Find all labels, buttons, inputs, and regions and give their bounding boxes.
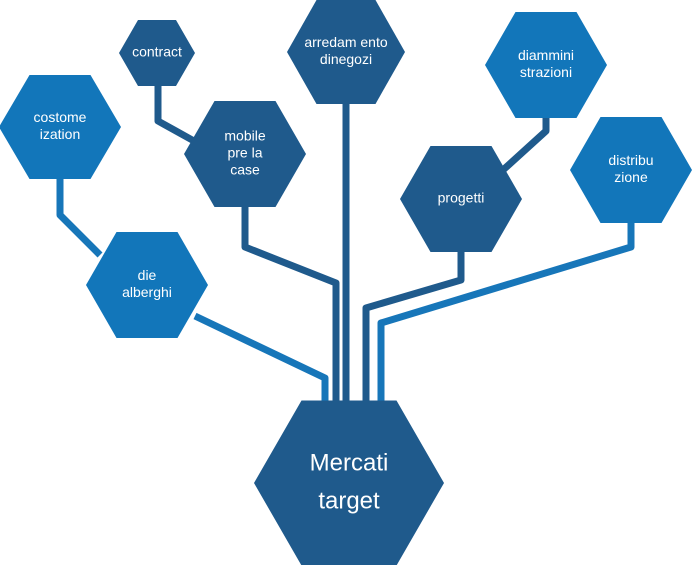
connectors — [56, 80, 635, 405]
hexagon-distribuzione-label-line: distribu — [608, 152, 653, 168]
hexagon-progetti-label-line: progetti — [438, 190, 485, 206]
hexagon-alberghi — [86, 232, 208, 338]
hexagon-arredamento-label-line: arredam ento — [304, 34, 387, 50]
hexagon-mobile — [184, 101, 306, 207]
hexagon-contract-label-line: contract — [132, 44, 182, 60]
hexagon-contract — [119, 20, 195, 86]
connector-diamministrazioni — [500, 115, 550, 173]
center-label-line: Mercati — [310, 449, 389, 476]
hexagon-arredamento-label-line: dinegozi — [320, 51, 372, 67]
hexagon-arredamento — [287, 0, 405, 104]
connector-distribuzione — [377, 220, 635, 405]
hexagon-alberghi-label-line: alberghi — [122, 284, 172, 300]
connector-mobile — [241, 200, 340, 405]
hexagon-distribuzione-label-line: zione — [614, 169, 648, 185]
connector-alberghi — [193, 312, 329, 405]
hexagon-alberghi-label-line: die — [138, 267, 157, 283]
hexagon-diamministrazioni-label-line: diammini — [518, 47, 574, 63]
hexagon-mobile-label-line: mobile — [224, 128, 265, 144]
connector-progetti — [362, 250, 465, 405]
hexagon-costomeization-label-line: ization — [40, 126, 80, 142]
hexagon-mobile-label-line: pre la — [227, 145, 262, 161]
connector-contract — [154, 80, 196, 145]
labels: Mercati target contract arredam entodinegoz… — [34, 34, 654, 514]
hexagon-mobile-label-line: case — [230, 162, 260, 178]
center-hexagon-mercati-target — [254, 400, 444, 565]
hexagon-progetti — [400, 146, 522, 252]
hexagon-costomeization — [0, 75, 121, 179]
connector-costomeization — [56, 177, 103, 258]
center-label-line: target — [318, 487, 380, 514]
hexagon-distribuzione — [570, 117, 692, 223]
hexagon-diamministrazioni-label-line: strazioni — [520, 64, 572, 80]
hexagon-costomeization-label-line: costome — [34, 109, 87, 125]
hexagon-diamministrazioni — [485, 12, 607, 118]
